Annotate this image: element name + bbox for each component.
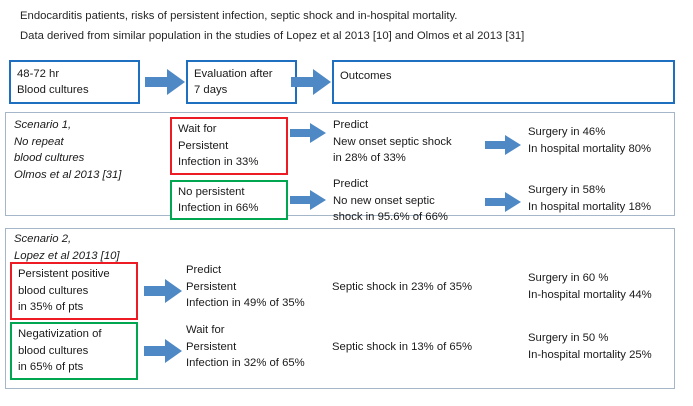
s1a-predict-line-2: New onset septic shock (333, 135, 452, 148)
scenario-2-branch-b-arrow (144, 338, 182, 364)
s2a-box-line-3: in 35% of pts (18, 301, 84, 314)
scenario-2-label: Scenario 2, Lopez et al 2013 [10] (14, 231, 120, 264)
scenario-1-label-line-3: blood cultures (14, 152, 85, 164)
scenario-2-branch-a-predict: Predict Persistent Infection in 49% of 3… (186, 262, 305, 312)
flow-arrow-1 (145, 68, 185, 96)
s1b-predict-line-3: shock in 95.6% of 66% (333, 211, 448, 223)
scenario-1-branch-a-arrow-2 (485, 134, 521, 156)
scenario-1-panel (5, 112, 675, 216)
scenario-1-branch-b-arrow-1 (290, 189, 326, 211)
s2b-predict-line-1: Wait for (186, 324, 225, 336)
flow-step-blood-cultures: 48-72 hr Blood cultures (9, 60, 140, 104)
flow-arrow-2 (291, 68, 331, 96)
s1b-predict-line-1: Predict (333, 178, 369, 190)
s1a-outcome-line-1: Surgery in 46% (528, 126, 606, 138)
s2a-predict-line-1: Predict (186, 264, 222, 276)
scenario-2-branch-a-box: Persistent positive blood cultures in 35… (10, 262, 138, 320)
scenario-1-branch-b-outcome: Surgery in 58% In hospital mortality 18% (528, 182, 651, 215)
s2a-predict-line-3: Infection in 49% of 35% (186, 297, 305, 309)
scenario-2-branch-a-arrow (144, 278, 182, 304)
flow-step-3-line-1: Outcomes (340, 70, 392, 82)
scenario-1-branch-a-arrow-1 (290, 122, 326, 144)
scenario-1-label-line-1: Scenario 1, (14, 119, 72, 131)
s1a-predict-line-3: in 28% of 33% (333, 152, 406, 164)
s1b-box-line-2: Infection in 66% (178, 202, 259, 214)
s1b-box-line-1: No persistent (178, 185, 245, 198)
scenario-1-branch-a-box: Wait for Persistent Infection in 33% (170, 117, 288, 175)
s2a-predict-line-2: Persistent (186, 280, 237, 293)
scenario-2-branch-a-shock: Septic shock in 23% of 35% (332, 279, 472, 296)
flow-step-evaluation: Evaluation after 7 days (186, 60, 297, 104)
s1b-predict-line-2: No new onset septic (333, 194, 435, 207)
caption-line-2: Data derived from similar population in … (20, 30, 525, 42)
scenario-2-branch-b-shock: Septic shock in 13% of 65% (332, 339, 472, 356)
scenario-1-branch-b-arrow-2 (485, 191, 521, 213)
flow-step-1-line-2: Blood cultures (17, 84, 89, 96)
scenario-2-branch-b-box: Negativization of blood cultures in 65% … (10, 322, 138, 380)
s2a-outcome-line-1: Surgery in 60 % (528, 272, 609, 284)
scenario-1-label-line-2: No repeat (14, 135, 64, 148)
s2b-predict-line-3: Infection in 32% of 65% (186, 357, 305, 369)
scenario-2-branch-b-predict: Wait for Persistent Infection in 32% of … (186, 322, 305, 372)
scenario-2-label-line-1: Scenario 2, (14, 233, 72, 245)
s2b-box-line-2: blood cultures (18, 344, 89, 357)
s1a-box-line-1: Wait for (178, 123, 217, 136)
s1a-predict-line-1: Predict (333, 119, 369, 131)
s1b-outcome-line-1: Surgery in 58% (528, 184, 606, 196)
s1a-box-line-3: Infection in 33% (178, 156, 259, 169)
s2a-box-line-2: blood cultures (18, 284, 89, 297)
s1b-outcome-line-2: In hospital mortality 18% (528, 200, 652, 213)
s2b-outcome-line-1: Surgery in 50 % (528, 332, 609, 344)
scenario-1-branch-a-predict: Predict New onset septic shock in 28% of… (333, 117, 452, 167)
flow-step-2-line-2: 7 days (194, 84, 228, 96)
scenario-1-branch-a-outcome: Surgery in 46% In hospital mortality 80% (528, 124, 651, 157)
flow-step-outcomes: Outcomes (332, 60, 675, 104)
s2a-box-line-1: Persistent positive (18, 268, 110, 281)
scenario-2-label-line-2: Lopez et al 2013 [10] (14, 249, 120, 262)
s1a-box-line-2: Persistent (178, 139, 229, 152)
s2b-predict-line-2: Persistent (186, 340, 237, 353)
s2a-shock-text: Septic shock in 23% of 35% (332, 281, 473, 293)
scenario-2-branch-b-outcome: Surgery in 50 % In-hospital mortality 25… (528, 330, 652, 363)
figure-caption: Endocarditis patients, risks of persiste… (20, 6, 680, 46)
s2b-box-line-3: in 65% of pts (18, 361, 84, 374)
caption-line-1: Endocarditis patients, risks of persiste… (20, 10, 458, 22)
s2b-outcome-line-2: In-hospital mortality 25% (528, 348, 652, 361)
scenario-2-branch-a-outcome: Surgery in 60 % In-hospital mortality 44… (528, 270, 652, 303)
scenario-1-branch-b-predict: Predict No new onset septic shock in 95.… (333, 176, 448, 226)
s2b-box-line-1: Negativization of (18, 328, 102, 341)
scenario-1-label-line-4: Olmos et al 2013 [31] (14, 168, 122, 181)
s2b-shock-text: Septic shock in 13% of 65% (332, 341, 473, 353)
flow-step-1-line-1: 48-72 hr (17, 68, 60, 80)
s2a-outcome-line-2: In-hospital mortality 44% (528, 288, 652, 301)
scenario-1-branch-b-box: No persistent Infection in 66% (170, 180, 288, 220)
s1a-outcome-line-2: In hospital mortality 80% (528, 142, 652, 155)
scenario-1-label: Scenario 1, No repeat blood cultures Olm… (14, 117, 121, 183)
flow-step-2-line-1: Evaluation after (194, 68, 273, 80)
